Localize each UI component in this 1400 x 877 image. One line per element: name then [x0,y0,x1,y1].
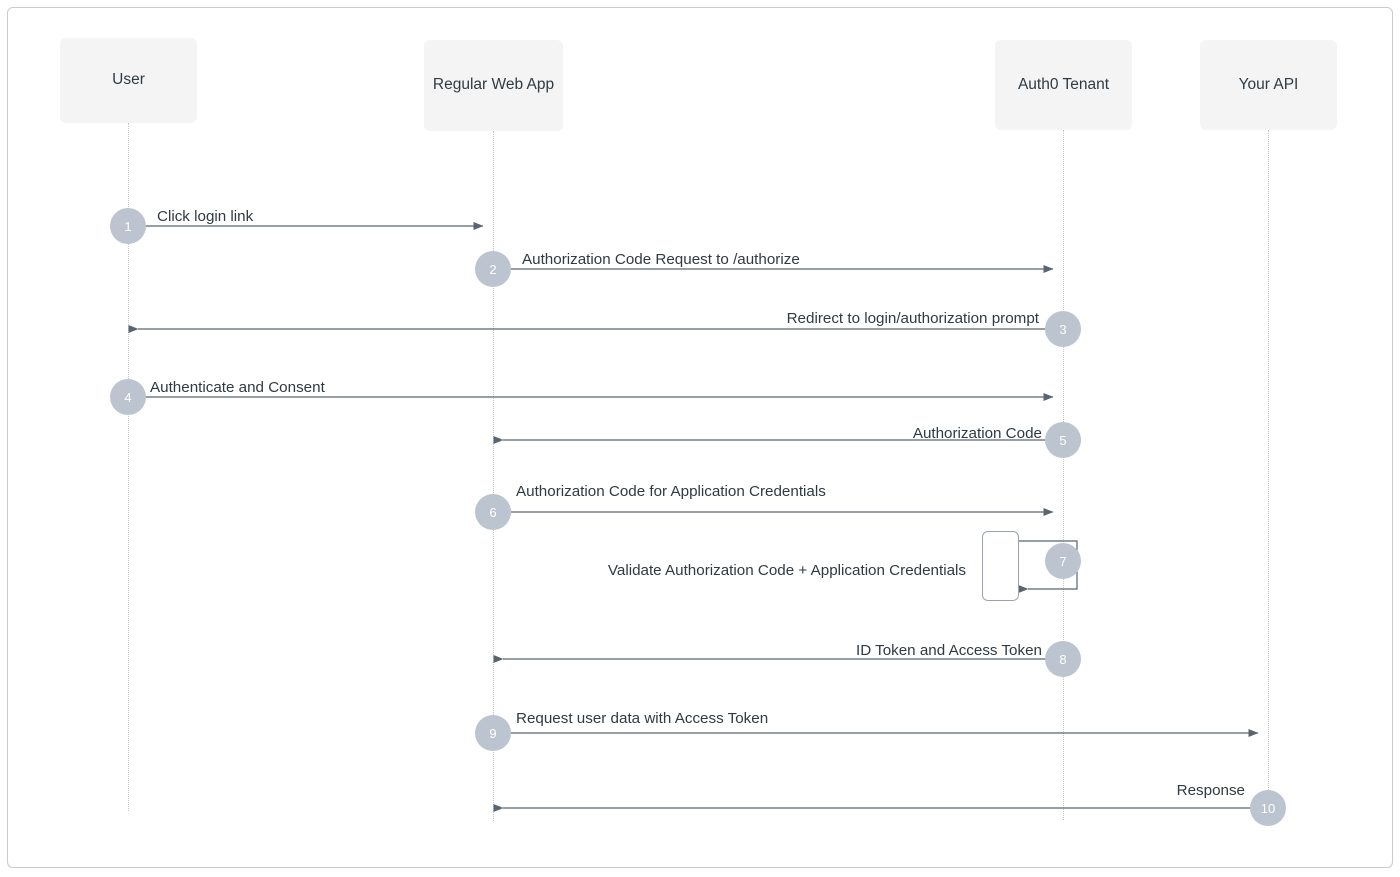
participant-label: User [112,71,145,89]
step-badge-8[interactable]: 8 [1045,641,1081,677]
participant-box-web-app[interactable]: Regular Web App [424,40,563,131]
message-label-3: Redirect to login/authorization prompt [786,310,1039,327]
participant-label: Your API [1238,75,1299,93]
lifeline-auth0 [1063,130,1064,820]
step-badge-6[interactable]: 6 [475,494,511,530]
message-label-8: ID Token and Access Token [855,642,1042,659]
activation-box-auth0 [982,531,1019,601]
participant-label: Auth0 Tenant [1017,75,1110,93]
participant-box-user[interactable]: User [60,38,197,123]
message-label-1: Click login link [157,208,254,225]
message-label-7: Validate Authorization Code + Applicatio… [607,562,966,579]
message-label-5: Authorization Code [912,425,1042,442]
step-badge-5[interactable]: 5 [1045,422,1081,458]
step-badge-3[interactable]: 3 [1045,311,1081,347]
lifeline-api [1268,130,1269,820]
participant-label: Regular Web App [432,76,555,94]
message-label-4: Authenticate and Consent [150,379,325,396]
step-badge-4[interactable]: 4 [110,379,146,415]
message-label-2: Authorization Code Request to /authorize [522,251,800,268]
message-label-9: Request user data with Access Token [516,710,769,727]
step-badge-1[interactable]: 1 [110,208,146,244]
participant-box-your-api[interactable]: Your API [1200,40,1337,130]
step-badge-9[interactable]: 9 [475,715,511,751]
step-badge-2[interactable]: 2 [475,251,511,287]
participant-box-auth0-tenant[interactable]: Auth0 Tenant [995,40,1132,130]
diagram-frame [7,7,1393,868]
lifeline-web-app [493,131,494,821]
message-label-10: Response [1176,782,1245,799]
message-label-6: Authorization Code for Application Crede… [516,483,826,500]
step-badge-10[interactable]: 10 [1250,790,1286,826]
step-badge-7[interactable]: 7 [1045,543,1081,579]
lifeline-user [128,123,129,811]
